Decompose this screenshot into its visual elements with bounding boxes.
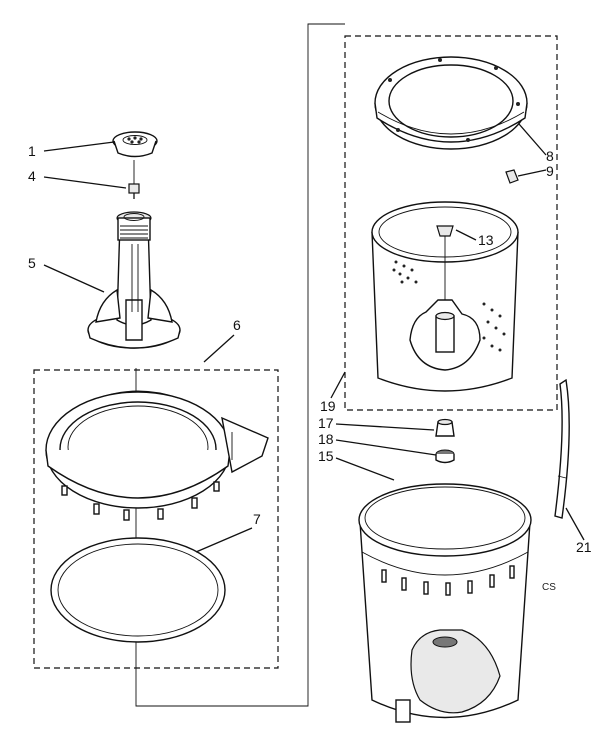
callout-leader-lines bbox=[43, 123, 585, 553]
outer-tub-part bbox=[358, 483, 532, 723]
callout-7: 7 bbox=[253, 511, 261, 527]
diagram-code: CS bbox=[542, 582, 556, 593]
balance-ring-part bbox=[374, 56, 528, 150]
group-box-6 bbox=[33, 369, 279, 669]
callout-17: 17 bbox=[318, 415, 334, 431]
tub-seal-part bbox=[50, 537, 226, 643]
wash-basket-part bbox=[371, 201, 519, 392]
callout-21: 21 bbox=[576, 539, 592, 555]
ring-clip-part bbox=[505, 169, 519, 184]
callout-15: 15 bbox=[318, 448, 334, 464]
callout-19: 19 bbox=[320, 398, 336, 414]
basket-nut-part bbox=[436, 225, 454, 300]
callout-1: 1 bbox=[28, 143, 36, 159]
callout-18: 18 bbox=[318, 431, 334, 447]
callout-13: 13 bbox=[478, 232, 494, 248]
agitator-cap-part bbox=[112, 131, 158, 158]
group-box-19 bbox=[344, 35, 558, 411]
callout-8: 8 bbox=[546, 148, 554, 164]
callout-4: 4 bbox=[28, 168, 36, 184]
drive-seal-part bbox=[435, 449, 455, 464]
overflow-hose-part bbox=[554, 378, 570, 519]
tub-ring-part bbox=[45, 390, 269, 521]
callout-9: 9 bbox=[546, 163, 554, 179]
callout-6: 6 bbox=[233, 317, 241, 333]
callout-5: 5 bbox=[28, 255, 36, 271]
agitator-part bbox=[87, 211, 181, 349]
agitator-bolt-part bbox=[128, 160, 140, 199]
drive-bearing-part bbox=[435, 418, 455, 437]
